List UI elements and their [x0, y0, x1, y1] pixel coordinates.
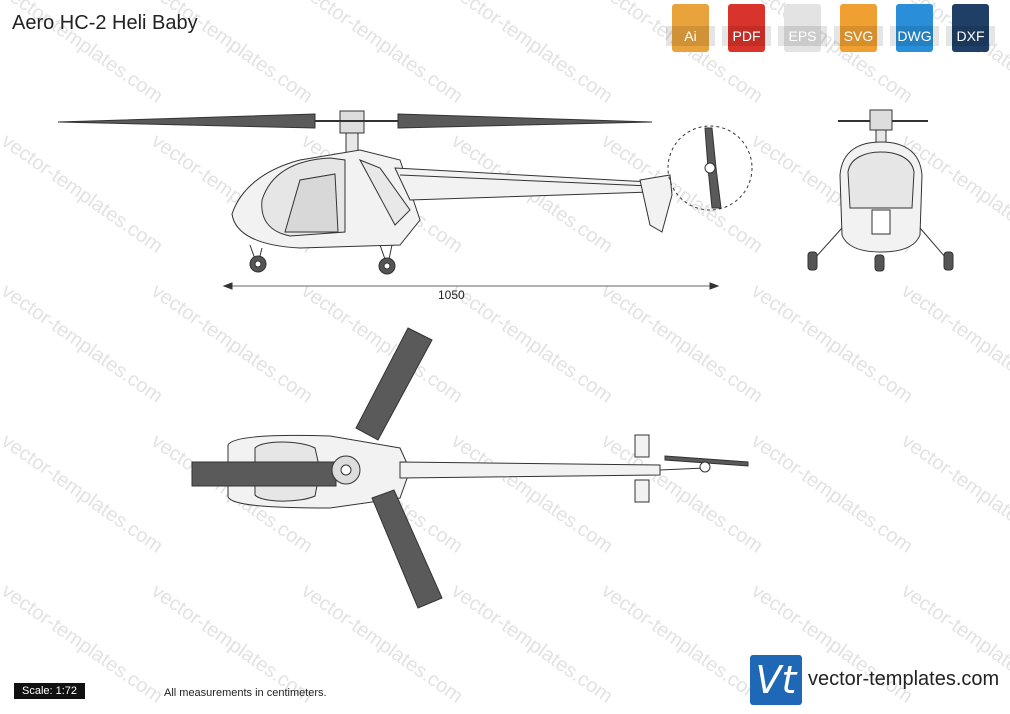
top-stabilizer-lower: [634, 479, 650, 503]
front-view: [807, 109, 954, 272]
format-label: DXF: [946, 26, 995, 46]
site-link[interactable]: vector-templates.com: [808, 668, 1000, 690]
front-right-wheel: [943, 251, 954, 271]
tail-rotor-disc: [667, 125, 753, 211]
file-sheet: [840, 4, 877, 52]
vt-logo-icon[interactable]: Vt: [750, 655, 802, 705]
top-blade-lower: [371, 489, 443, 609]
file-dwg-icon[interactable]: DWG: [890, 4, 939, 52]
top-blade-left: [191, 461, 337, 487]
measurement-note: All measurements in centimeters.: [164, 687, 327, 699]
top-stabilizer-upper: [634, 434, 650, 458]
file-sheet: [728, 4, 765, 52]
front-left-wheel: [807, 251, 818, 271]
top-blade-upper: [355, 327, 433, 441]
file-sheet: [784, 4, 821, 52]
format-label: SVG: [834, 26, 883, 46]
side-view: [57, 110, 753, 290]
file-eps-icon[interactable]: EPS: [778, 4, 827, 52]
file-svg-icon[interactable]: SVG: [834, 4, 883, 52]
scale-badge: Scale: 1:72: [14, 683, 86, 699]
length-dimension-label: 1050: [438, 288, 465, 302]
top-tail-boom: [399, 461, 661, 479]
file-dxf-icon[interactable]: DXF: [946, 4, 995, 52]
file-sheet: [896, 4, 933, 52]
main-rotor-blade-right: [397, 113, 653, 129]
format-label: EPS: [778, 26, 827, 46]
file-pdf-icon[interactable]: PDF: [722, 4, 771, 52]
file-sheet: [672, 4, 709, 52]
page-title: Aero HC-2 Heli Baby: [12, 12, 198, 34]
format-label: DWG: [890, 26, 939, 46]
file-sheet: [952, 4, 989, 52]
format-icons: Ai PDF EPS SVG DWG DXF: [666, 4, 995, 52]
main-rotor-blade-left: [57, 113, 316, 129]
tail-fin: [639, 174, 673, 233]
file-ai-icon[interactable]: Ai: [666, 4, 715, 52]
format-label: Ai: [666, 26, 715, 46]
top-view: [191, 327, 749, 609]
format-label: PDF: [722, 26, 771, 46]
